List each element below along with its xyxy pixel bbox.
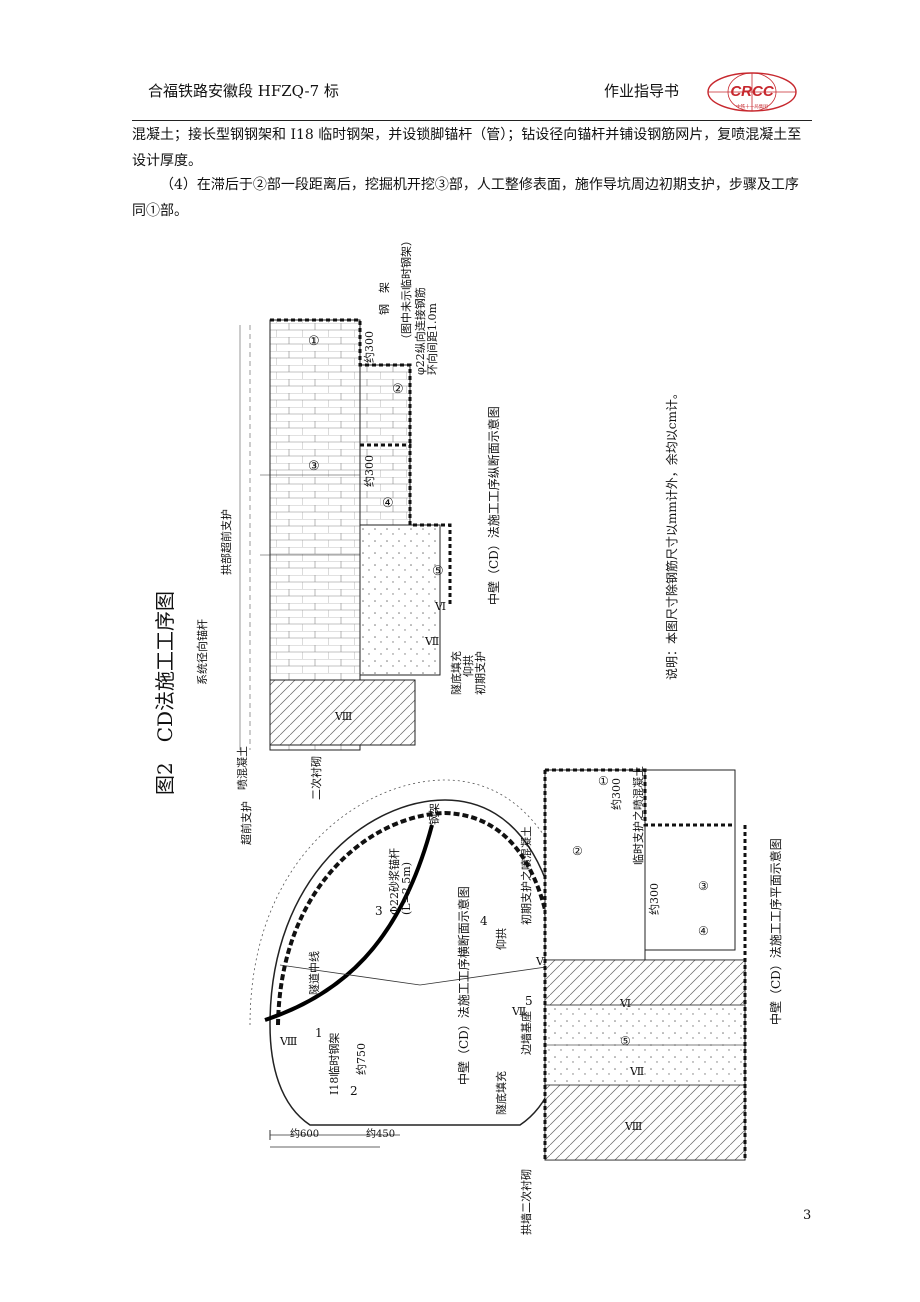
cross-mortar-bolt: Φ22砂浆锚杆 xyxy=(387,848,401,915)
plan-part-6: Ⅵ xyxy=(619,997,631,1010)
header-project: 合福铁路安徽段 HFZQ-7 标 xyxy=(148,82,339,100)
long-part-6: Ⅵ xyxy=(434,600,446,613)
long-dim-300-b: 约300 xyxy=(363,455,376,487)
long-dim-300-a: 约300 xyxy=(363,331,376,363)
long-part-4: ④ xyxy=(382,496,394,511)
long-tunnel-fill: 隧底填充 xyxy=(449,651,463,695)
long-ring-spacing: 环向间距1.0m xyxy=(425,303,439,375)
long-steel-note: （图中未示临时钢架） xyxy=(399,235,413,345)
cross-part-4: 4 xyxy=(480,914,488,928)
long-secondary-lining: 二次衬砌 xyxy=(309,756,323,800)
plan-temp-shotcrete: 临时支护之喷混凝土 xyxy=(631,766,645,865)
plan-part-4: ④ xyxy=(698,924,709,938)
company-logo: CRCC 中铁十一局集团 xyxy=(707,72,797,112)
longitudinal-section: ① ② ③ ④ ⑤ Ⅵ Ⅶ Ⅷ 约300 约300 钢 架 （图中未示临时钢架）… xyxy=(195,235,501,800)
svg-text:中铁十一局集团: 中铁十一局集团 xyxy=(736,103,768,110)
svg-text:CRCC: CRCC xyxy=(730,83,774,100)
plan-part-3: ③ xyxy=(698,879,709,893)
plan-caption: 中壁（CD）法施工工序平面示意图 xyxy=(768,838,783,1025)
cross-part-2: 2 xyxy=(350,1084,358,1098)
long-caption: 中壁（CD）法施工工序纵断面示意图 xyxy=(486,406,501,605)
long-shotcrete: 喷混凝土 xyxy=(235,746,249,790)
cross-dim-450: 约450 xyxy=(366,1127,395,1140)
long-part-3: ③ xyxy=(308,459,320,474)
cross-part-1: 1 xyxy=(315,1026,323,1040)
cross-part-3: 3 xyxy=(375,904,383,918)
plan-part-1: ① xyxy=(598,774,609,788)
cross-bolt-length: (L=2.5m) xyxy=(400,862,413,915)
header-doc-type: 作业指导书 xyxy=(604,82,680,100)
cross-part-8: Ⅷ xyxy=(279,1035,297,1048)
long-part-5: ⑤ xyxy=(432,564,444,579)
cd-method-figure: 图2 CD法施工工序图 ① ② ③ ④ ⑤ Ⅵ Ⅶ Ⅷ 约300 约300 钢 … xyxy=(153,235,783,1235)
figure-title: 图2 CD法施工工序图 xyxy=(153,591,177,795)
plan-part-5: ⑤ xyxy=(620,1034,631,1048)
plan-view: ① ② ③ ④ ⑤ Ⅵ Ⅶ Ⅷ 约300 约300 临时支护之喷混凝土 初期支护… xyxy=(494,766,783,1235)
cross-temp-frame: I18临时钢架 xyxy=(327,1033,341,1095)
paragraph-2: （4）在滞后于②部一段距离后，挖掘机开挖③部，人工整修表面，施作导坑周边初期支护… xyxy=(132,177,799,219)
cross-part-7: Ⅶ xyxy=(511,1005,526,1018)
long-advance-support: 拱部超前支护 xyxy=(219,509,233,575)
long-initial-support: 初期支护 xyxy=(473,651,487,695)
cross-part-5: 5 xyxy=(525,994,533,1008)
cross-tunnel-center: 隧道中线 xyxy=(307,951,321,995)
paragraph-1: 混凝土；接长型钢钢架和 I18 临时钢架，并设锁脚锚杆（管）；钻设径向锚杆并铺设… xyxy=(132,127,802,169)
plan-wall-base: 边墙基座 xyxy=(519,1011,533,1055)
cross-advance-support: 超前支护 xyxy=(239,801,253,845)
page-number: 3 xyxy=(803,1208,812,1223)
plan-part-7: Ⅶ xyxy=(629,1065,644,1078)
long-part-1: ① xyxy=(308,334,320,349)
cross-part-6: Ⅵ xyxy=(535,955,547,968)
long-steel-frame: 钢 架 xyxy=(378,282,391,315)
plan-part-2: ② xyxy=(572,844,583,858)
cross-section: 1 2 3 4 5 Ⅵ Ⅶ Ⅷ 超前支护 钢架 Φ22砂浆锚杆 (L=2.5m)… xyxy=(239,779,586,1148)
cross-caption: 中壁（CD）法施工工序横断面示意图 xyxy=(456,886,471,1085)
long-part-8: Ⅷ xyxy=(334,710,352,723)
long-radial-bolt: 系统径向锚杆 xyxy=(195,619,209,685)
header-rule xyxy=(132,120,812,121)
long-part-7: Ⅶ xyxy=(424,635,439,648)
long-invert: 仰拱 xyxy=(461,655,475,677)
figure-note: 说明：本图尺寸除钢筋尺寸以mm计外，余均以cm计。 xyxy=(664,387,679,680)
plan-tunnel-fill: 隧底填充 xyxy=(494,1071,508,1115)
long-part-2: ② xyxy=(392,382,404,397)
plan-secondary-lining: 拱墙二次衬砌 xyxy=(519,1169,533,1235)
cross-dim-600: 约600 xyxy=(290,1127,319,1140)
long-connect-rebar: φ22纵向连接钢筋 xyxy=(413,287,427,375)
plan-part-8: Ⅷ xyxy=(624,1120,642,1133)
plan-dim-300-a: 约300 xyxy=(610,778,623,810)
plan-initial-shotcrete: 初期支护之喷混凝土 xyxy=(519,826,533,925)
cross-steel-frame: 钢架 xyxy=(428,803,441,825)
plan-invert: 仰拱 xyxy=(494,928,508,950)
cross-dim-750: 约750 xyxy=(355,1043,368,1075)
plan-dim-300-b: 约300 xyxy=(648,883,661,915)
